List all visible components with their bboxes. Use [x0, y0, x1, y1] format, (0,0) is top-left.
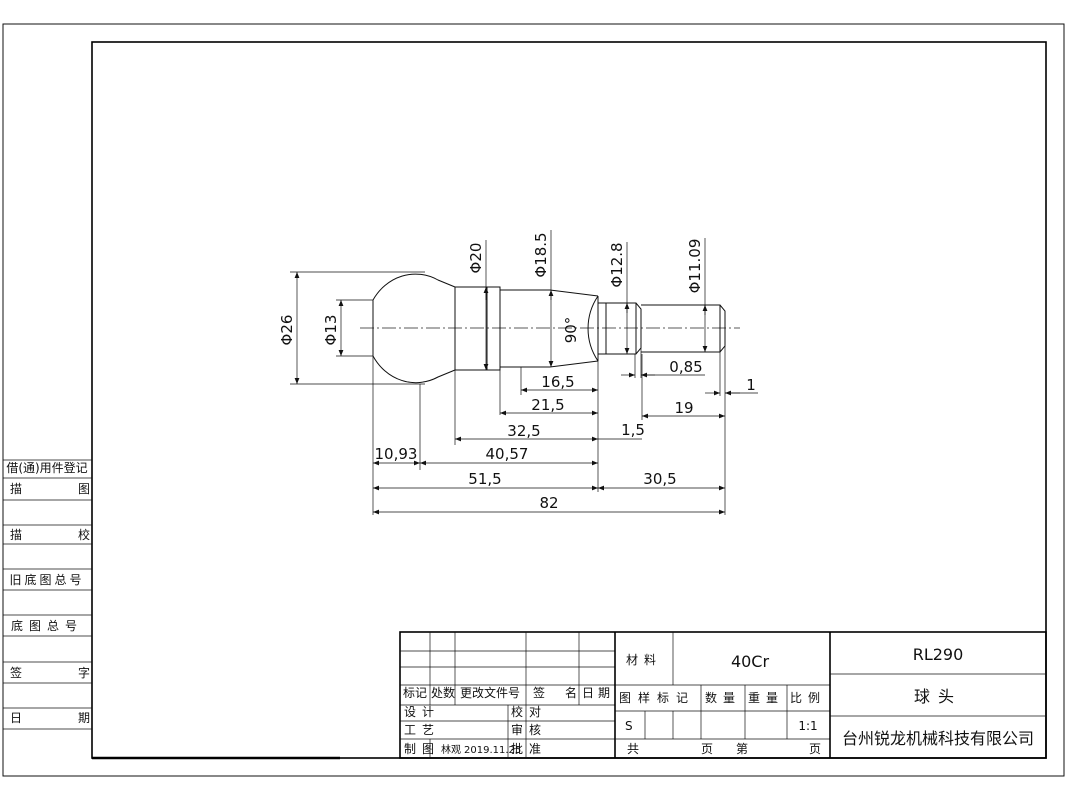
dim-10-93: 10,93 [375, 445, 418, 463]
tb-ye: 页 [701, 742, 713, 756]
dim-40-57: 40,57 [486, 445, 529, 463]
outer-border [2, 23, 1065, 777]
tb-biaoji: 标记 [403, 686, 427, 700]
title-block: 标记 处数 更改文件号 签 名 日期 设计 工艺 制图 林观 2019.11.2… [399, 631, 1047, 759]
dim-phi11-09: Φ11.09 [686, 239, 704, 294]
dim-phi18-5: Φ18.5 [532, 232, 550, 277]
dim-30-5: 30,5 [643, 470, 676, 488]
panel-qi: 期 [78, 711, 90, 725]
tb-sheji: 设计 [404, 705, 440, 719]
tb-ye2: 页 [809, 742, 821, 756]
tb-tuyang: 图样标记 [619, 690, 695, 705]
dim-phi12-8: Φ12.8 [608, 242, 626, 287]
dim-51-5: 51,5 [468, 470, 501, 488]
tb-part-name: 球头 [914, 687, 962, 706]
tb-zhitu: 制图 [404, 742, 440, 756]
tb-shuliang: 数量 [705, 690, 741, 705]
tb-shenhe: 审核 [511, 722, 547, 737]
tb-zhongliang: 重量 [748, 691, 784, 705]
dim-0-85: 0,85 [669, 358, 702, 376]
ball-head-part-outline [360, 273, 740, 384]
tb-riqi: 日期 [582, 686, 614, 700]
dim-19: 19 [674, 399, 693, 417]
tb-scale: 1:1 [798, 719, 817, 733]
tb-company: 台州锐龙机械科技有限公司 [842, 729, 1034, 748]
left-registration-panel: 借(通)用件登记 描 图 描 校 旧底图总号 底图总号 签 字 日 期 [3, 459, 92, 730]
panel-tu: 图 [78, 482, 90, 496]
tb-genggai: 更改文件号 [460, 685, 520, 700]
dim-32-5: 32,5 [507, 422, 540, 440]
panel-qian: 签 [10, 665, 22, 680]
tb-date: 2019.11.25 [464, 745, 521, 756]
dim-phi26: Φ26 [278, 315, 296, 346]
borrow-register-label: 借(通)用件登记 [6, 460, 87, 475]
cone-90 [587, 295, 599, 362]
tb-designer: 林观 [441, 743, 461, 756]
panel-miao2: 描 [10, 528, 22, 542]
tb-chushu: 处数 [431, 685, 455, 700]
panel-miao: 描 [10, 482, 22, 496]
panel-xiao: 校 [78, 527, 90, 542]
panel-zi: 字 [78, 665, 90, 680]
tb-bili: 比例 [790, 691, 826, 705]
tb-pizhun: 批准 [511, 741, 547, 756]
tb-material-value: 40Cr [731, 652, 770, 671]
tb-gongyi: 工艺 [404, 723, 440, 737]
old-base-drawing-number: 旧底图总号 [9, 572, 84, 587]
dim-phi13: Φ13 [322, 315, 340, 346]
tb-gong: 共 [627, 742, 639, 756]
dim-1: 1 [746, 376, 756, 394]
base-drawing-number: 底图总号 [11, 618, 83, 633]
inner-frame [91, 41, 1047, 759]
panel-ri: 日 [10, 711, 22, 725]
dim-phi20: Φ20 [467, 243, 485, 274]
tb-ming: 名 [565, 685, 577, 700]
dim-16-5: 16,5 [541, 373, 574, 391]
dim-angle-90: 90° [562, 317, 580, 344]
tb-di: 第 [736, 742, 748, 756]
tb-mark-s: S [625, 719, 633, 733]
dim-82: 82 [539, 494, 558, 512]
tb-jiaodui: 校对 [511, 704, 547, 719]
dim-1-5: 1,5 [621, 421, 645, 439]
tb-qian: 签 [533, 685, 545, 700]
dim-21-5: 21,5 [531, 396, 564, 414]
tb-material-label: 材料 [626, 653, 662, 667]
tb-part-number: RL290 [913, 645, 964, 664]
ball-profile [372, 273, 456, 384]
